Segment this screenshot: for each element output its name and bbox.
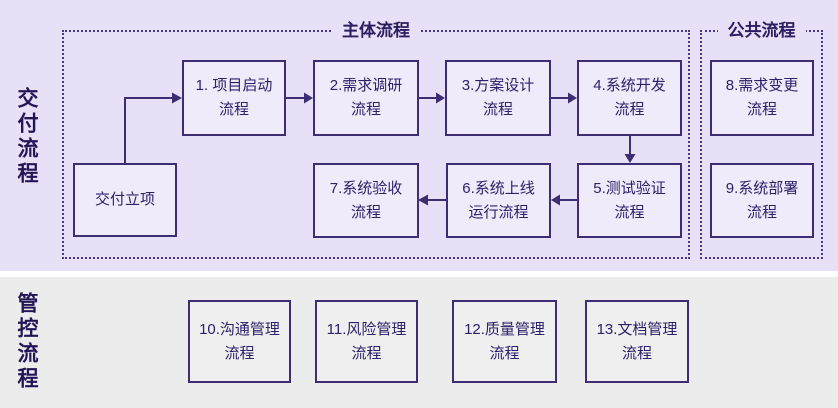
node-5-test-verification: 5.测试验证 流程 — [577, 163, 682, 238]
node-3-solution-design: 3.方案设计 流程 — [445, 60, 551, 136]
main-process-group-title: 主体流程 — [332, 19, 420, 43]
node-10-communication-management: 10.沟通管理 流程 — [188, 300, 291, 383]
control-side-label: 管控流程 — [15, 292, 38, 392]
node-12-quality-management: 12.质量管理 流程 — [452, 300, 557, 383]
node-7-system-acceptance: 7.系统验收 流程 — [313, 163, 419, 238]
node-4-system-development: 4.系统开发 流程 — [577, 60, 682, 136]
node-1-project-startup: 1. 项目启动 流程 — [182, 60, 286, 136]
public-process-group: 公共流程 — [700, 19, 823, 259]
node-13-document-management: 13.文档管理 流程 — [585, 300, 689, 383]
main-process-group: 主体流程 — [62, 19, 690, 259]
node-delivery-initiation: 交付立项 — [73, 163, 177, 237]
delivery-side-label: 交付流程 — [15, 87, 38, 187]
node-6-system-launch-operation: 6.系统上线 运行流程 — [446, 163, 551, 238]
node-8-requirement-change: 8.需求变更 流程 — [710, 60, 814, 136]
node-2-requirement-research: 2.需求调研 流程 — [313, 60, 419, 136]
public-process-group-title: 公共流程 — [717, 19, 806, 43]
control-band-background — [0, 277, 838, 408]
node-11-risk-management: 11.风险管理 流程 — [315, 300, 418, 383]
node-9-system-deployment: 9.系统部署 流程 — [710, 163, 814, 238]
